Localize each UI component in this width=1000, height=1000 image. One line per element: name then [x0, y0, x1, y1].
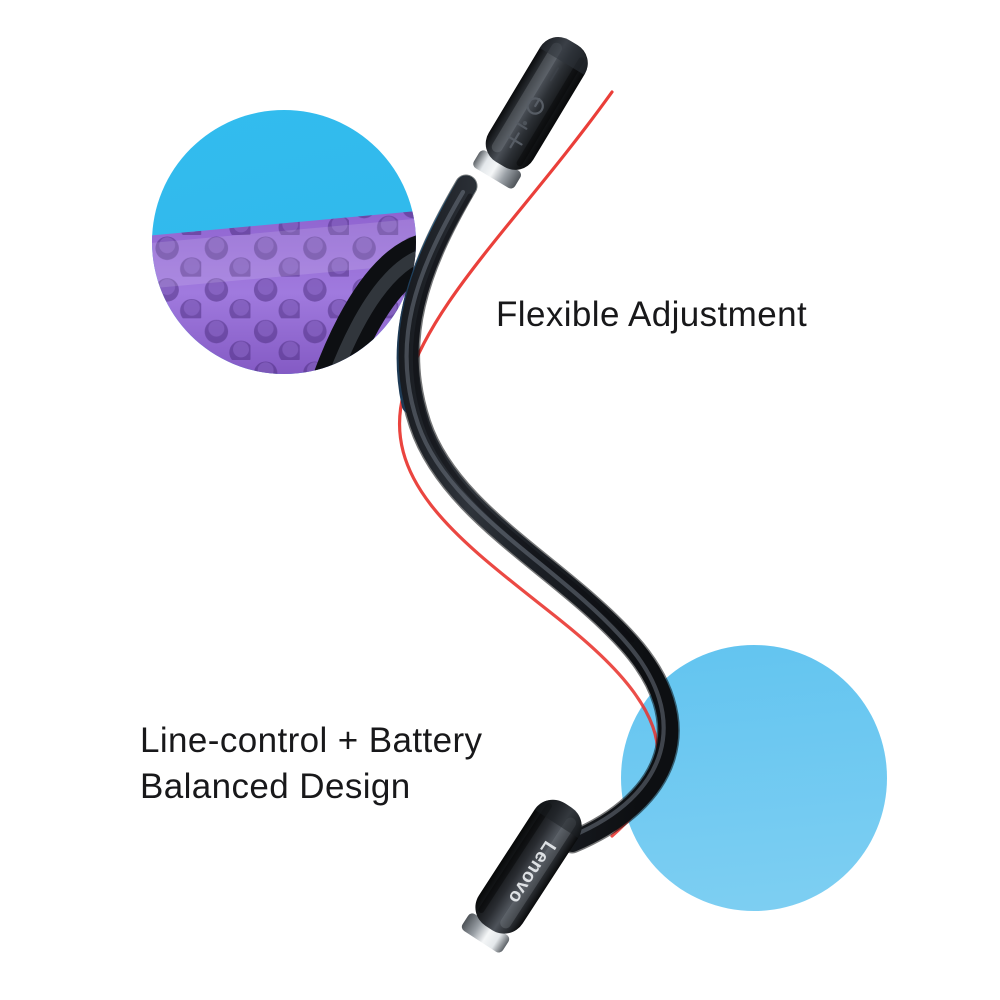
- volume-minus-icon: [514, 121, 528, 130]
- caption-line-control-battery: Line-control + Battery Balanced Design: [140, 718, 482, 810]
- bottom-module-body: [475, 799, 582, 934]
- flexible-wrap-inset: [152, 110, 416, 374]
- led-indicator-icon: [522, 120, 528, 126]
- bottom-collar: [461, 913, 510, 953]
- caption-flexible-adjustment: Flexible Adjustment: [496, 295, 808, 334]
- top-collar: [473, 150, 521, 189]
- flexible-wrap-inset-art: [152, 110, 416, 374]
- caption-line-control-battery-line1: Line-control + Battery: [140, 721, 483, 760]
- top-control-module: [473, 36, 588, 189]
- caption-balanced-design-line2: Balanced Design: [140, 767, 411, 807]
- power-icon: [526, 97, 544, 115]
- bottom-battery-module: Lenovo: [461, 799, 582, 953]
- top-module-controls: [506, 67, 559, 149]
- volume-up-icon: [506, 132, 523, 149]
- accent-line: [397, 90, 660, 838]
